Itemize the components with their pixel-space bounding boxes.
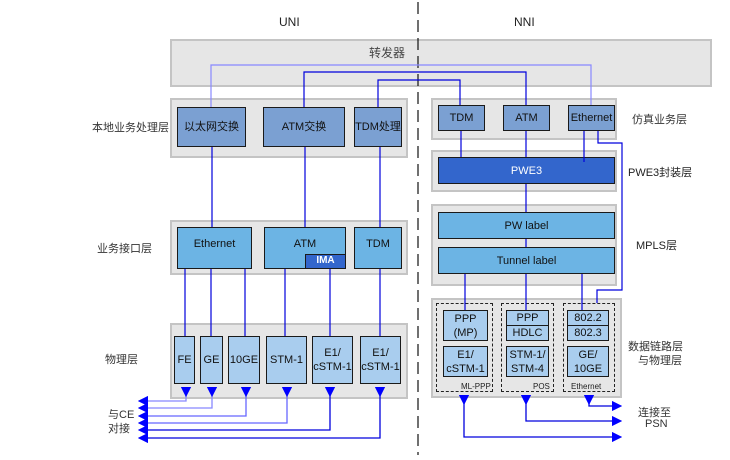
wire-tdm-forward (377, 79, 461, 107)
ce-arrow-fe (137, 386, 192, 407)
hdlc-box: HDLC (506, 325, 549, 341)
psn-connect-label-2: PSN (645, 418, 668, 430)
ml-ppp-e1-box: E1/ cSTM-1 (443, 346, 488, 377)
physical-layer-label: 物理层 (105, 354, 138, 366)
nni-header: NNI (514, 15, 535, 29)
pwe3-layer-label: PWE3封装层 (628, 167, 693, 179)
physical-ge-box: GE (200, 336, 223, 384)
wire-ethernet-forward (210, 64, 592, 107)
ethernet-group (563, 303, 615, 392)
ml-ppp-label: ML-PPP (461, 382, 491, 391)
forwarder-panel (170, 39, 712, 87)
psn-connect-label-1: 连接至 (638, 407, 671, 419)
ethernet-group-label: Ethernet (571, 382, 602, 391)
physical-10ge-box: 10GE (228, 336, 260, 384)
physical-stm1-box: STM-1 (266, 336, 307, 384)
datalink-layer-label-2: 与物理层 (638, 355, 682, 367)
uni-header: UNI (279, 15, 300, 29)
pos-group (501, 303, 554, 392)
ppp-mp-box: PPP (MP) (443, 310, 488, 341)
ce-arrow-10ge (137, 386, 252, 422)
stm-box: STM-1/ STM-4 (506, 346, 549, 377)
physical-e1-box-1: E1/ cSTM-1 (312, 336, 353, 384)
interface-tdm-box: TDM (354, 227, 402, 269)
tdm-process-box: TDM处理 (354, 107, 402, 147)
atm-switch-box: ATM交换 (263, 107, 345, 147)
ce-connect-label-1: 与CE (108, 409, 135, 421)
pos-label: POS (533, 382, 550, 391)
ce-arrow-ge (137, 386, 218, 414)
emulation-ethernet-box: Ethernet (568, 105, 615, 131)
pwe3-box: PWE3 (438, 157, 615, 184)
psn-arrow-mlppp (458, 394, 623, 443)
pw-label-box: PW label (438, 212, 615, 239)
psn-arrow-ethernet (583, 394, 623, 412)
local-service-layer-label: 本地业务处理层 (92, 122, 169, 134)
psn-arrow-pos (520, 394, 623, 427)
wire-eth-bypass (596, 131, 623, 303)
wire-atm-forward (303, 71, 527, 107)
emulation-atm-box: ATM (503, 105, 550, 131)
ima-box: IMA (305, 254, 346, 269)
emulation-tdm-box: TDM (438, 105, 485, 131)
802-3-box: 802.3 (567, 325, 609, 341)
ce-arrow-e1-1 (137, 386, 336, 436)
datalink-layer-label-1: 数据链路层 (628, 341, 683, 353)
ce-arrow-e1-2 (137, 386, 386, 444)
emulation-layer-label: 仿真业务层 (632, 114, 687, 126)
ce-connect-label-2: 对接 (108, 423, 130, 435)
physical-e1-box-2: E1/ cSTM-1 (360, 336, 401, 384)
interface-ethernet-box: Ethernet (177, 227, 252, 269)
service-interface-layer-label: 业务接口层 (97, 243, 152, 255)
ethernet-switch-box: 以太网交换 (177, 107, 246, 147)
physical-fe-box: FE (174, 336, 195, 384)
forwarder-label: 转发器 (369, 46, 406, 60)
tunnel-label-box: Tunnel label (438, 247, 615, 274)
mpls-layer-label: MPLS层 (636, 240, 677, 252)
ge-10ge-box: GE/ 10GE (567, 346, 609, 377)
